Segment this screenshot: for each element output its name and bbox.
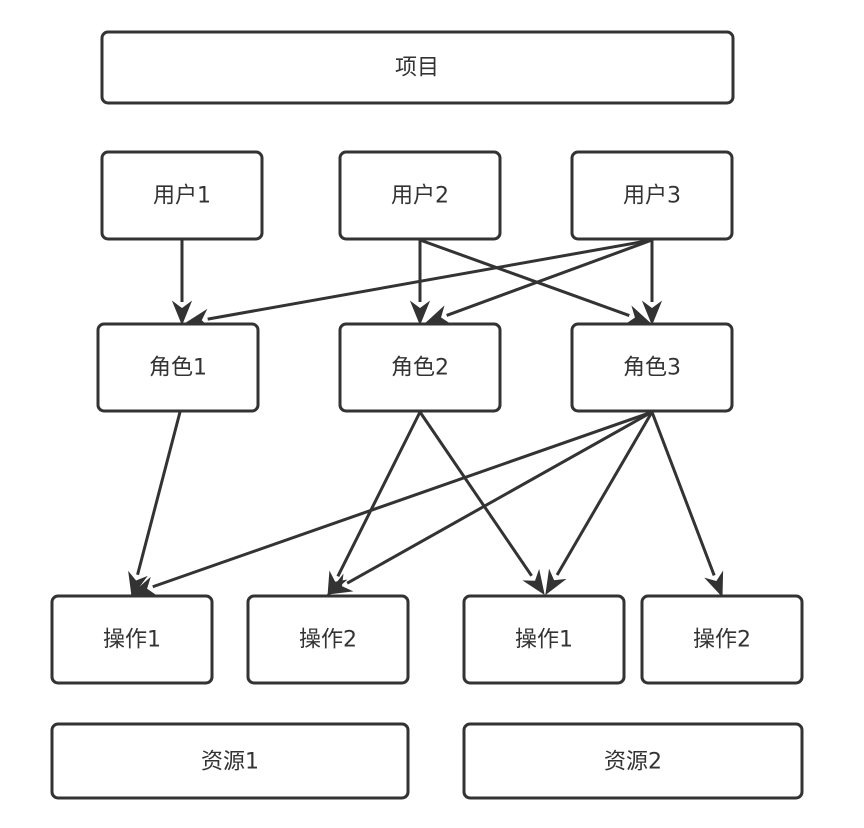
- operation-label-2: 操作2: [299, 628, 357, 653]
- resource-box-1: 资源1: [50, 722, 410, 800]
- edge-u2-r3: [419, 238, 630, 317]
- user-box-3: 用户3: [570, 150, 734, 241]
- arrowhead-r3-o4: [704, 570, 724, 598]
- user-label-1: 用户1: [153, 184, 211, 209]
- user-label-3: 用户3: [623, 184, 681, 209]
- role-label-2: 角色2: [391, 356, 449, 381]
- role-label-1: 角色1: [149, 356, 207, 381]
- operation-box-1: 操作1: [50, 594, 214, 685]
- edge-r3-o2: [346, 410, 653, 585]
- edge-r3-o3: [555, 411, 654, 576]
- edge-r1-o1: [136, 411, 182, 576]
- edge-r2-o3: [418, 411, 533, 577]
- arrowhead-r3-o2: [326, 573, 354, 595]
- arrowhead-r1-o1: [128, 570, 148, 598]
- arrowhead-u2-r2: [409, 300, 431, 326]
- operation-label-1: 操作1: [103, 628, 161, 653]
- role-label-3: 角色3: [623, 356, 681, 381]
- resource-label-2: 资源2: [604, 750, 662, 775]
- operation-box-4: 操作2: [640, 594, 804, 685]
- role-box-2: 角色2: [338, 322, 502, 413]
- edge-u3-r2: [446, 238, 653, 317]
- edge-r2-o2: [336, 411, 422, 577]
- user-label-2: 用户2: [391, 184, 449, 209]
- resource-label-1: 资源1: [201, 750, 259, 775]
- role-box-3: 角色3: [570, 322, 734, 413]
- arrowhead-r3-o3: [545, 568, 567, 596]
- edge-u3-r1: [207, 238, 653, 321]
- operation-label-4: 操作2: [693, 628, 751, 653]
- role-box-1: 角色1: [96, 322, 260, 413]
- arrowhead-u1-r1: [171, 300, 193, 326]
- resource-box-2: 资源2: [462, 722, 804, 800]
- operation-box-3: 操作1: [462, 594, 626, 685]
- user-box-2: 用户2: [338, 150, 502, 241]
- project-box: 项目: [100, 30, 735, 105]
- arrowhead-r2-o3: [522, 568, 545, 596]
- edge-r3-o1: [152, 410, 653, 589]
- project-label: 项目: [395, 56, 439, 81]
- edges-layer: [128, 238, 724, 598]
- edge-r3-o4: [650, 411, 716, 576]
- operation-box-2: 操作2: [246, 594, 410, 685]
- user-box-1: 用户1: [100, 150, 264, 241]
- arrowhead-u3-r2: [424, 305, 452, 325]
- operation-label-3: 操作1: [515, 628, 573, 653]
- arrowhead-u3-r3: [641, 300, 663, 326]
